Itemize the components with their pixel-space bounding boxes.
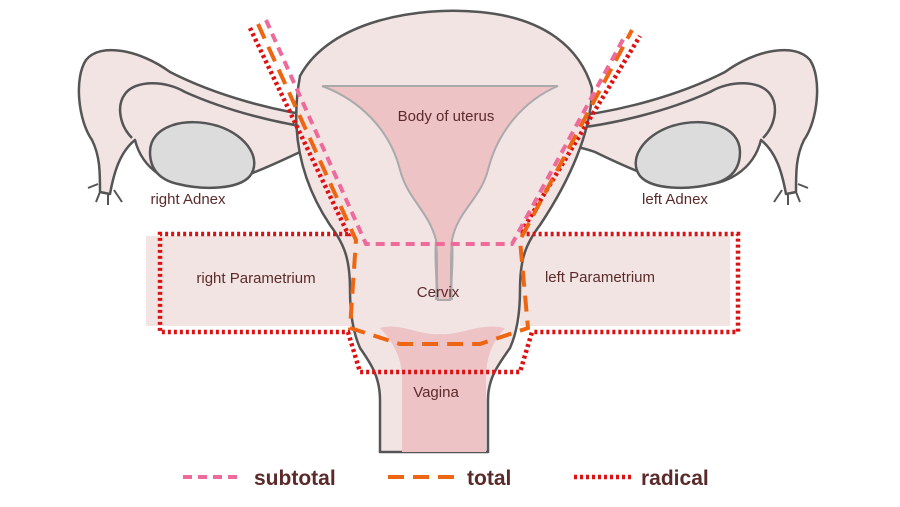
right-parametrium-region xyxy=(146,236,360,326)
right-ovary xyxy=(148,121,256,189)
body-of-uterus-label: Body of uterus xyxy=(398,108,495,125)
right-parametrium-label: right Parametrium xyxy=(196,270,315,287)
cervix-label: Cervix xyxy=(417,284,460,301)
right-adnex-label: right Adnex xyxy=(150,191,226,208)
total-cut-line xyxy=(256,23,634,346)
left-adnex-label: left Adnex xyxy=(642,191,708,208)
right-fimbria xyxy=(87,183,123,205)
radical-cut-line xyxy=(157,27,741,375)
vagina-label: Vagina xyxy=(413,384,459,401)
right-tube-inner-curve xyxy=(118,82,331,139)
left-ovary xyxy=(634,121,742,189)
legend: subtotal total radical xyxy=(183,467,709,490)
left-fimbria xyxy=(773,183,809,205)
left-parametrium-region xyxy=(520,236,730,326)
left-tube-inner-curve xyxy=(559,82,777,139)
legend-total-label: total xyxy=(467,467,511,490)
legend-subtotal-label: subtotal xyxy=(254,467,336,490)
legend-radical-label: radical xyxy=(641,467,709,490)
subtotal-cut-line xyxy=(264,19,628,246)
vaginal-canal xyxy=(380,326,505,452)
uterine-cavity xyxy=(321,85,559,301)
left-parametrium-label: left Parametrium xyxy=(545,269,655,286)
